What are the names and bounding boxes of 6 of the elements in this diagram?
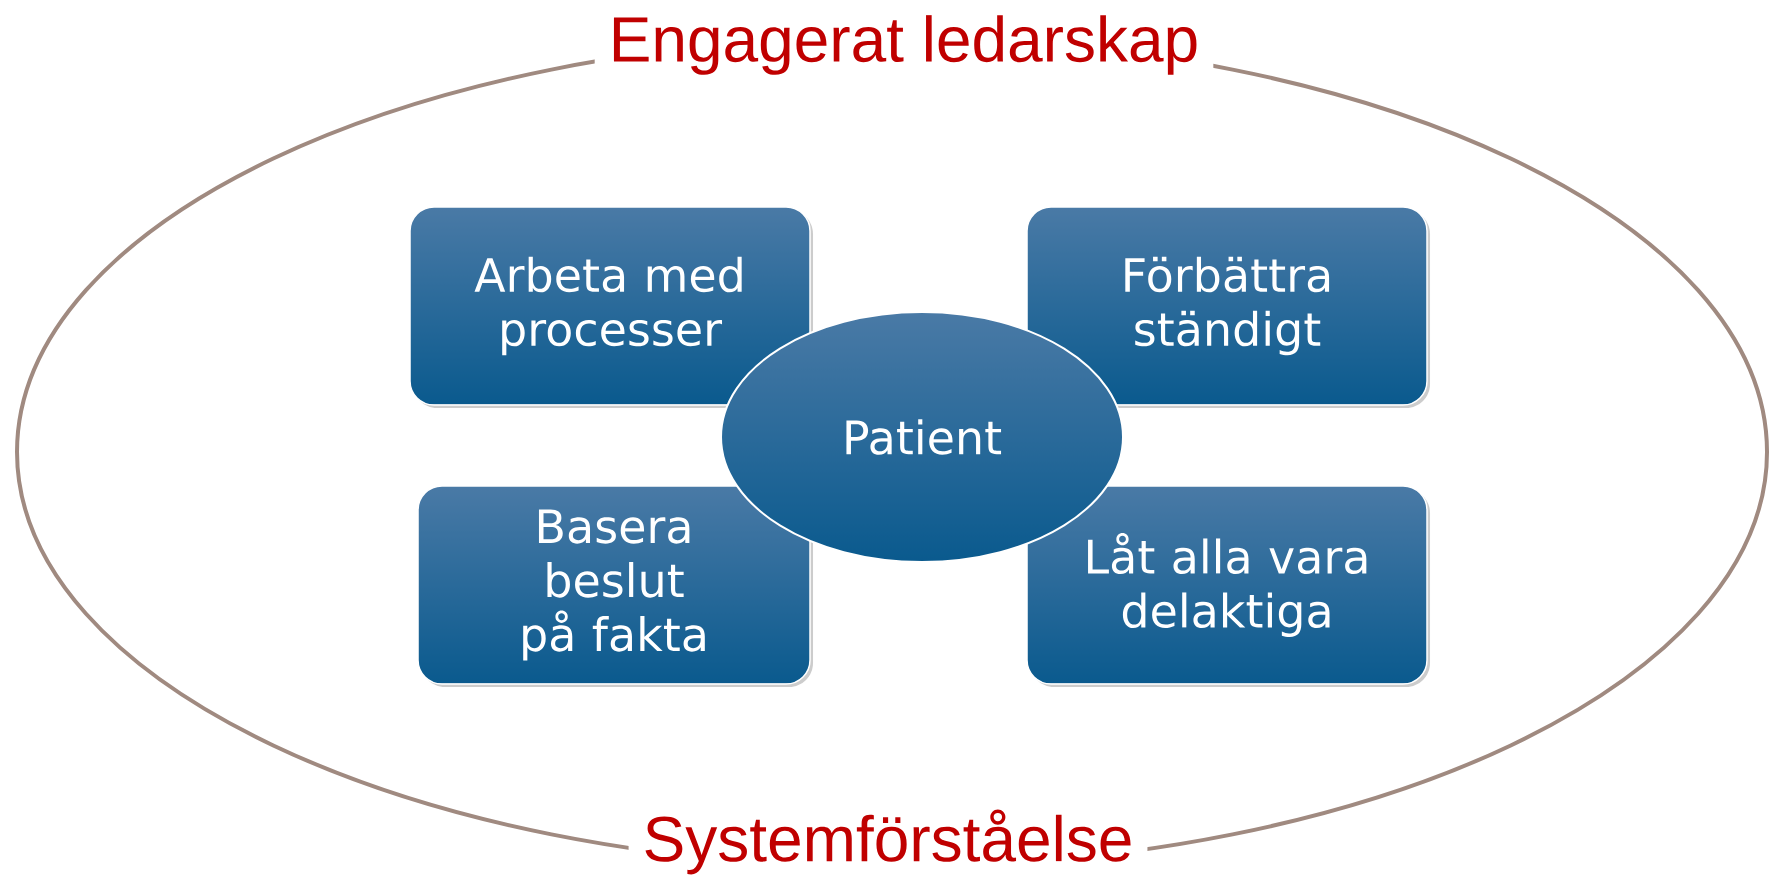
process-box: Låt alla vara delaktiga	[1026, 485, 1430, 687]
process-box: Arbeta med processer	[409, 206, 813, 408]
title: Systemförståelse	[628, 807, 1148, 877]
process-box: Förbättra ständigt	[1026, 206, 1430, 408]
process-box: Basera beslut på fakta	[417, 485, 813, 687]
title: Engagerat ledarskap	[594, 13, 1214, 77]
